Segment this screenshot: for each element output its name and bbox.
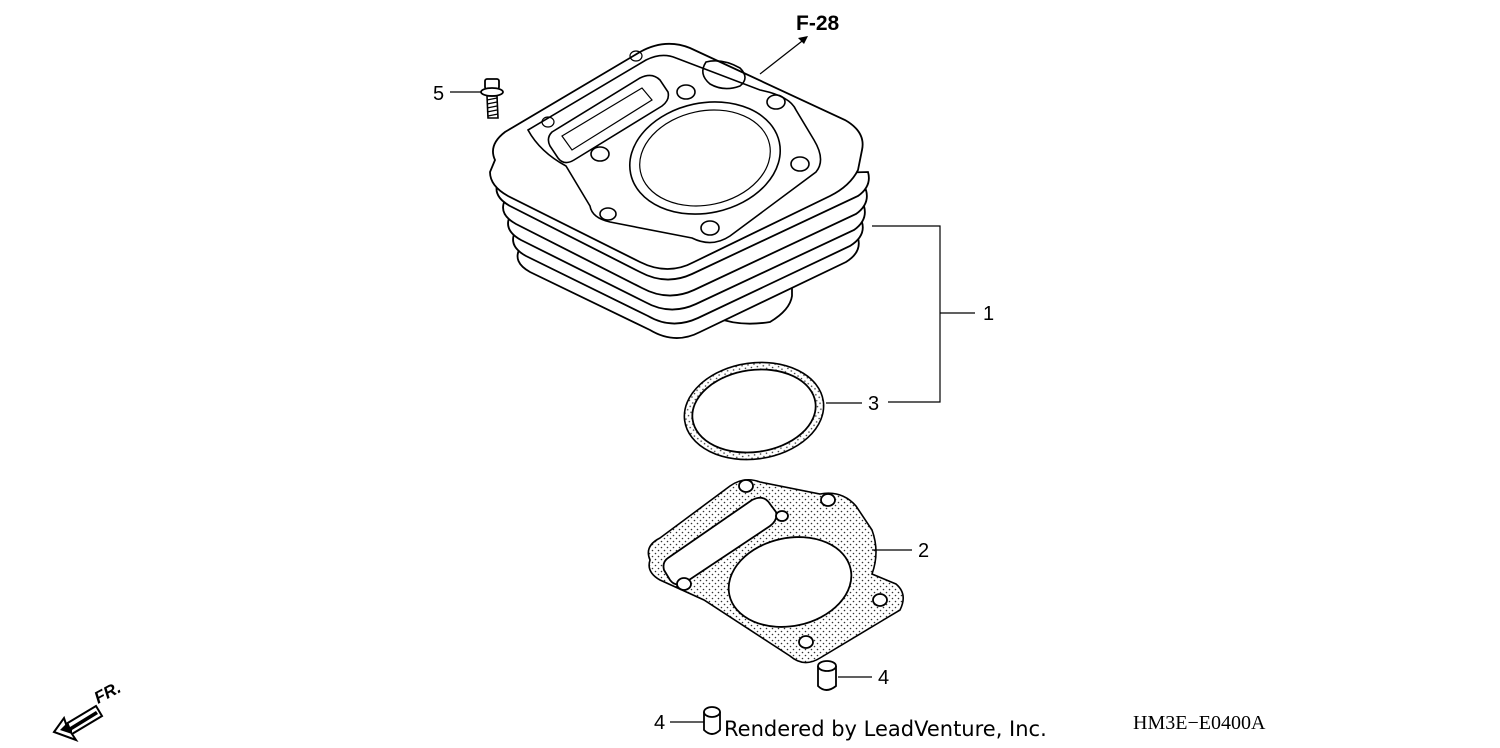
leader-lines xyxy=(450,36,975,723)
o-ring-drawing[interactable] xyxy=(678,354,830,469)
front-arrow-icon xyxy=(52,704,104,742)
callout-2: 2 xyxy=(918,540,929,562)
diagram-code: HM3E−E0400A xyxy=(1133,712,1266,734)
callout-5: 5 xyxy=(433,83,444,105)
callout-1: 1 xyxy=(983,303,994,325)
credit-text: Rendered by LeadVenture, Inc. xyxy=(724,717,1047,741)
callout-3: 3 xyxy=(868,393,879,415)
flange-bolt-drawing[interactable] xyxy=(480,78,504,119)
cylinder-base-gasket-drawing[interactable] xyxy=(647,478,904,664)
front-indicator: FR. xyxy=(91,678,124,708)
dowel-pin-spare-drawing[interactable] xyxy=(703,706,721,735)
reference-label: F-28 xyxy=(796,12,840,35)
cylinder-drawing[interactable] xyxy=(489,42,870,339)
callout-4: 4 xyxy=(878,667,889,689)
dowel-pin-drawing[interactable] xyxy=(817,660,837,691)
callout-4-spare: 4 xyxy=(654,712,665,734)
